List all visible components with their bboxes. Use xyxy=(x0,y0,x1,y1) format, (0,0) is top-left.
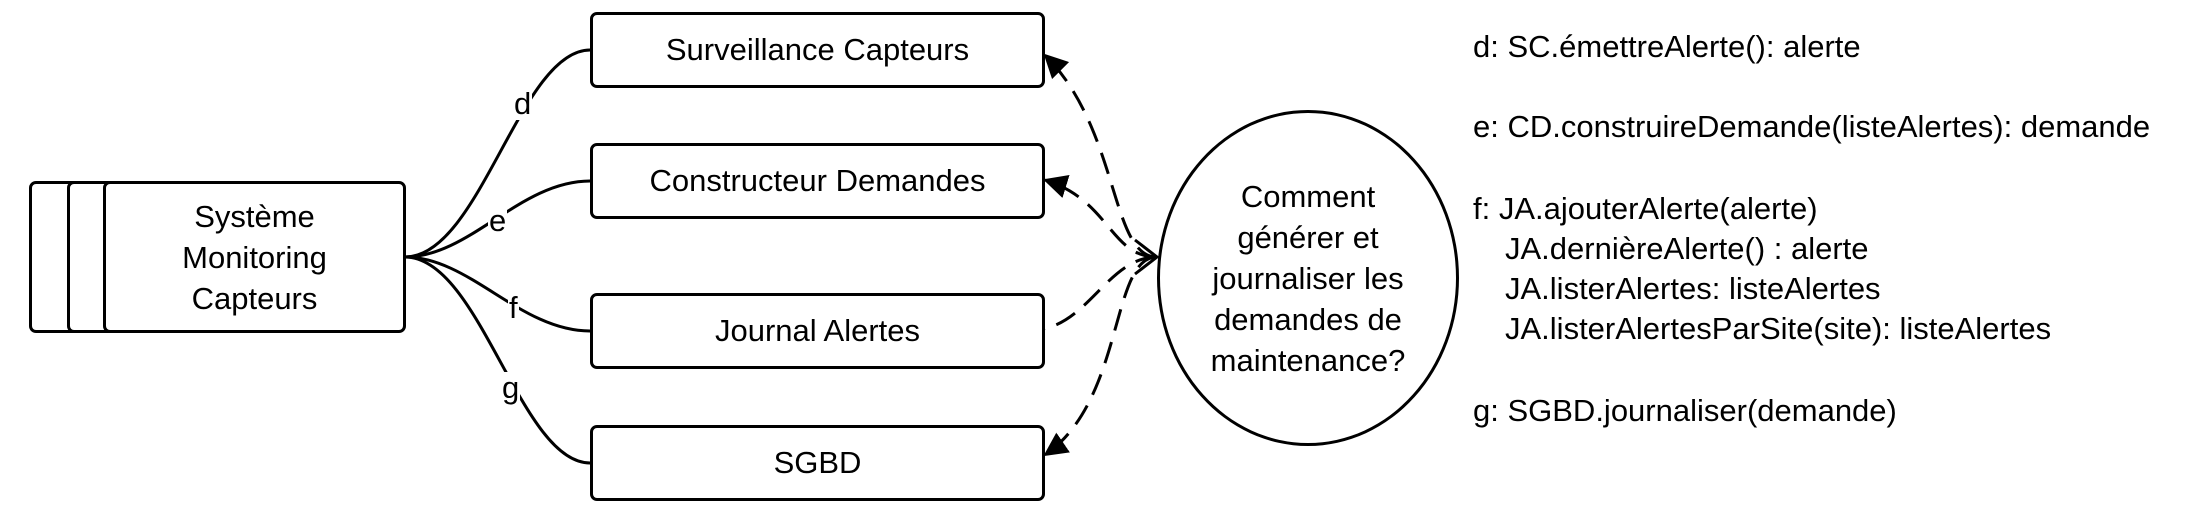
link-g xyxy=(404,255,591,465)
component-label: Journal Alertes xyxy=(714,312,921,348)
edge-label-e: e xyxy=(488,203,508,238)
component-label: Surveillance Capteurs xyxy=(665,31,970,67)
component-journal-alertes: Journal Alertes xyxy=(590,293,1045,369)
legend-message-d: d: SC.émettreAlerte(): alerte xyxy=(1473,29,1861,64)
component-surveillance-capteurs: Surveillance Capteurs xyxy=(590,12,1045,88)
system-label-line: Système xyxy=(194,198,315,234)
component-label: SGBD xyxy=(773,444,862,480)
chevron-arrow-icon xyxy=(1134,238,1160,276)
legend-message-f-line: JA.dernièreAlerte() : alerte xyxy=(1505,231,1869,266)
link-d xyxy=(404,48,591,259)
legend-message-f-line: JA.listerAlertes: listeAlertes xyxy=(1505,271,1881,306)
edge-label-f: f xyxy=(508,290,519,325)
question-ellipse: Comment générer et journaliser les deman… xyxy=(1157,110,1459,446)
dashed-arrow-surveillance xyxy=(1043,53,1158,259)
legend-message-e: e: CD.construireDemande(listeAlertes): d… xyxy=(1473,109,2151,144)
edge-label-g: g xyxy=(501,370,521,405)
edge-label-d: d xyxy=(513,86,533,121)
component-label: Constructeur Demandes xyxy=(649,162,986,198)
system-label-line: Capteurs xyxy=(191,280,318,316)
system-label: Système Monitoring Capteurs xyxy=(182,196,327,319)
legend-message-g: g: SGBD.journaliser(demande) xyxy=(1473,393,1897,428)
dashed-line-journal xyxy=(1042,255,1158,331)
component-sgbd: SGBD xyxy=(590,425,1045,501)
component-constructeur-demandes: Constructeur Demandes xyxy=(590,143,1045,219)
system-box: Système Monitoring Capteurs xyxy=(103,181,406,333)
legend-message-f-line: JA.listerAlertesParSite(site): listeAler… xyxy=(1505,311,2052,346)
system-label-line: Monitoring xyxy=(182,239,327,275)
dashed-arrow-sgbd xyxy=(1043,255,1158,457)
link-f xyxy=(404,255,591,333)
legend-message-f: f: JA.ajouterAlerte(alerte) xyxy=(1473,191,1818,226)
dashed-arrow-constructeur xyxy=(1043,175,1158,259)
question-text: Comment générer et journaliser les deman… xyxy=(1210,178,1406,378)
